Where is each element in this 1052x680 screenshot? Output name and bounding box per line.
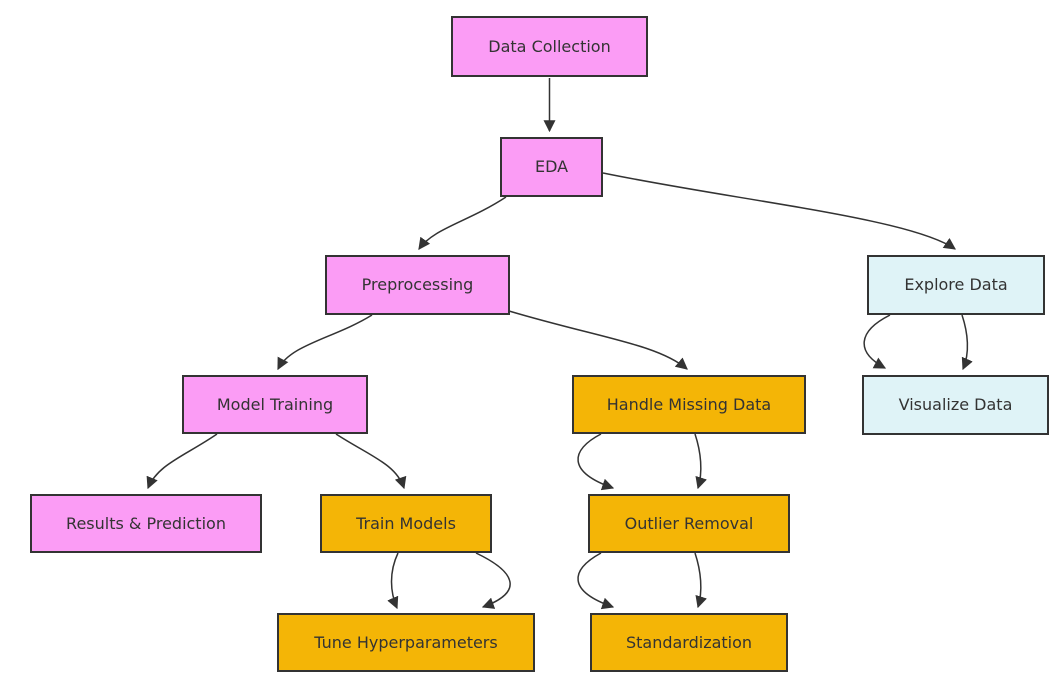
edge-eda-preprocessing (418, 196, 507, 250)
edge-model-training-train-models (335, 433, 407, 490)
node-explore-data-label: Explore Data (904, 275, 1008, 295)
node-preprocessing-label: Preprocessing (361, 275, 474, 295)
edge-handle-missing-data-outlier-removal-left (577, 433, 615, 491)
node-data-collection-label: Data Collection (488, 36, 611, 56)
edge-preprocessing-model-training (277, 314, 373, 371)
edge-model-training-results-prediction (146, 433, 218, 490)
node-tune-hyperparameters: Tune Hyperparameters (277, 613, 535, 672)
node-standardization-label: Standardization (625, 632, 753, 652)
node-train-models: Train Models (320, 494, 492, 553)
node-outlier-removal-label: Outlier Removal (624, 513, 754, 533)
node-standardization: Standardization (590, 613, 788, 672)
edge-explore-data-visualize-data-left (863, 314, 891, 369)
node-tune-hyperparameters-label: Tune Hyperparameters (314, 632, 498, 652)
node-data-collection: Data Collection (451, 16, 648, 77)
node-visualize-data: Visualize Data (862, 375, 1049, 435)
edge-explore-data-visualize-data-right (961, 314, 973, 371)
edge-outlier-removal-standardization-left (577, 552, 615, 610)
node-outlier-removal: Outlier Removal (588, 494, 790, 553)
node-explore-data: Explore Data (867, 255, 1045, 315)
edge-handle-missing-data-outlier-removal-right (694, 433, 707, 490)
node-results-prediction: Results & Prediction (30, 494, 262, 553)
edge-train-models-tune-hyperparameters-right (475, 552, 511, 609)
edge-preprocessing-handle-missing-data (508, 310, 688, 370)
node-visualize-data-label: Visualize Data (898, 395, 1013, 415)
node-model-training: Model Training (182, 375, 368, 434)
node-handle-missing-data-label: Handle Missing Data (606, 394, 772, 414)
node-eda: EDA (500, 137, 603, 197)
node-preprocessing: Preprocessing (325, 255, 510, 315)
node-eda-label: EDA (534, 157, 569, 177)
node-model-training-label: Model Training (216, 394, 334, 414)
edge-outlier-removal-standardization-right (694, 552, 707, 609)
node-results-prediction-label: Results & Prediction (66, 513, 226, 533)
node-train-models-label: Train Models (356, 513, 456, 533)
node-handle-missing-data: Handle Missing Data (572, 375, 806, 434)
edge-eda-explore-data (602, 172, 956, 250)
edge-train-models-tune-hyperparameters-left (387, 552, 399, 610)
